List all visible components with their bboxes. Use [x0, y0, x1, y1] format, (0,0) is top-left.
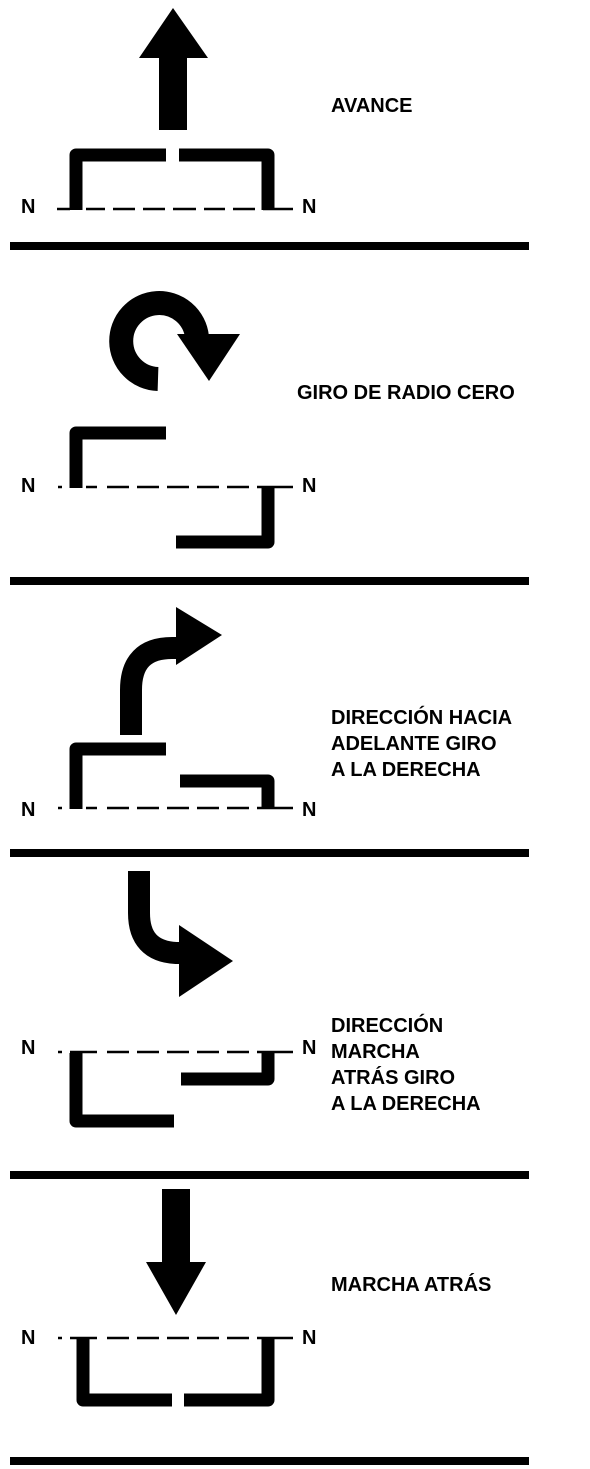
panel-label: MARCHA ATRÁS [331, 1274, 492, 1296]
panel-forward-right: N N DIRECCIÓN HACIA ADELANTE GIRO A LA D… [0, 585, 590, 861]
curved-down-right-arrow-icon [128, 871, 233, 997]
zero-turn-diagram [58, 291, 293, 549]
neutral-label-left: N [21, 1327, 36, 1349]
divider [10, 577, 529, 585]
panel-label: DIRECCIÓN MARCHA ATRÁS GIRO A LA DERECHA [331, 1015, 481, 1115]
panel-label: AVANCE [331, 95, 413, 117]
left-lever-icon [69, 1053, 174, 1128]
panel-reverse: N N MARCHA ATRÁS [0, 1189, 590, 1469]
right-lever-icon [176, 486, 275, 549]
right-lever-icon [184, 1339, 275, 1407]
right-lever-icon [180, 774, 275, 809]
up-arrow-icon [139, 8, 208, 130]
right-lever-icon [181, 1053, 275, 1086]
neutral-label-right: N [302, 475, 317, 497]
left-lever-icon [76, 1339, 172, 1407]
down-arrow-icon [146, 1189, 206, 1315]
reverse-right-diagram [58, 871, 293, 1128]
neutral-label-left: N [21, 475, 36, 497]
left-lever-icon [69, 426, 166, 488]
neutral-label-left: N [21, 1037, 36, 1059]
neutral-label-right: N [302, 799, 317, 821]
divider [10, 849, 529, 857]
right-lever-icon [179, 148, 275, 210]
panel-label: GIRO DE RADIO CERO [297, 382, 515, 404]
divider [10, 1457, 529, 1465]
divider [10, 1171, 529, 1179]
forward-diagram [57, 8, 293, 211]
left-lever-icon [69, 148, 166, 210]
panel-label: DIRECCIÓN HACIA ADELANTE GIRO A LA DEREC… [331, 707, 513, 781]
neutral-label-left: N [21, 196, 36, 218]
left-lever-icon [69, 742, 166, 809]
forward-right-diagram [58, 607, 293, 810]
reverse-diagram [58, 1189, 293, 1407]
divider [10, 242, 529, 250]
clockwise-arrow-icon [109, 291, 240, 391]
panel-zero-turn: N N GIRO DE RADIO CERO [0, 250, 590, 585]
neutral-label-right: N [302, 196, 317, 218]
panel-reverse-right: N N DIRECCIÓN MARCHA ATRÁS GIRO A LA DER… [0, 861, 590, 1189]
neutral-label-right: N [302, 1327, 317, 1349]
panel-forward: N N AVANCE [0, 0, 590, 250]
neutral-label-left: N [21, 799, 36, 821]
neutral-label-right: N [302, 1037, 317, 1059]
curved-right-arrow-icon [120, 607, 222, 735]
